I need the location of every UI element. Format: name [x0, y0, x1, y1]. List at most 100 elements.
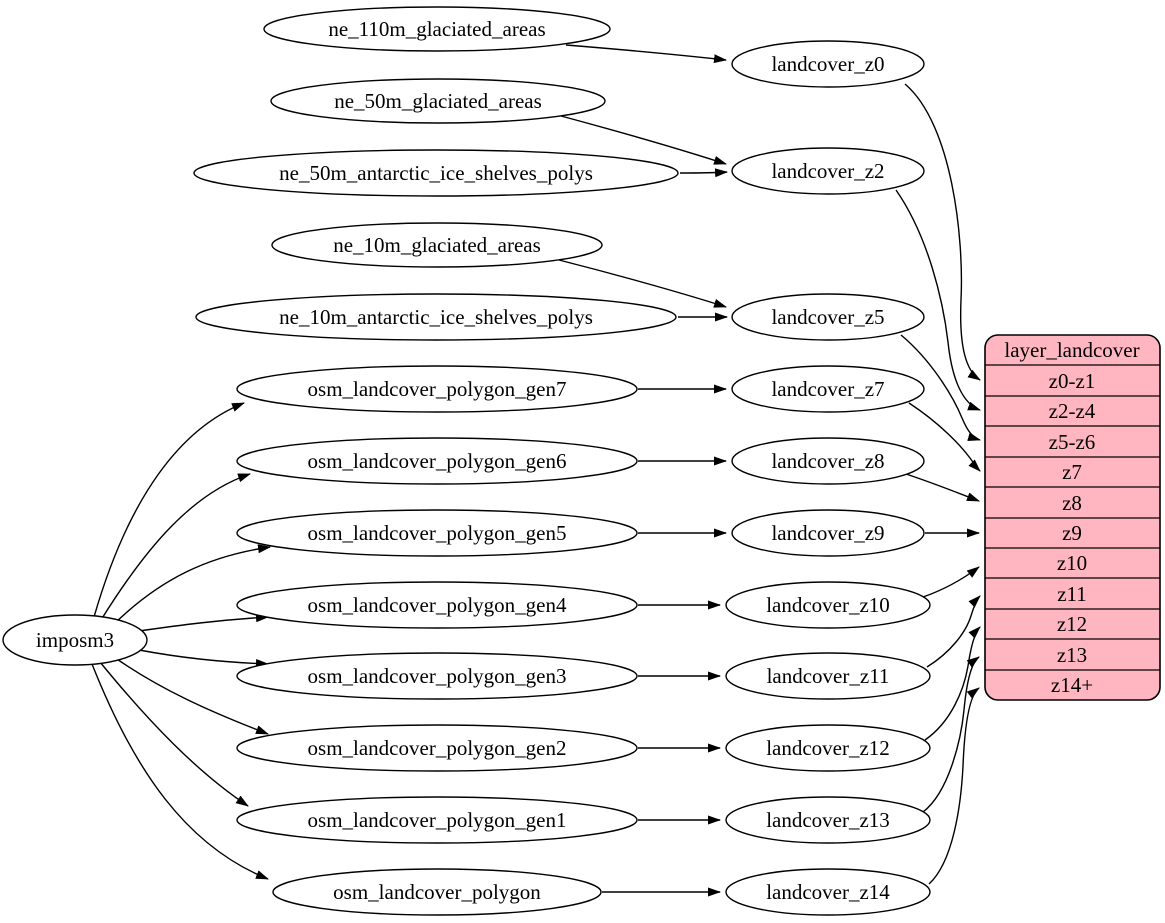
node-label: landcover_z2: [771, 159, 884, 183]
node-ellipse: [731, 437, 925, 485]
table-row-z13: z13: [1057, 643, 1087, 667]
node-label: osm_landcover_polygon_gen7: [308, 377, 567, 401]
node-landcover_z0: landcover_z0: [731, 40, 925, 88]
table-row-z11: z11: [1057, 582, 1087, 606]
node-osm_landcover_polygon_gen5: osm_landcover_polygon_gen5: [236, 509, 638, 557]
node-label: landcover_z11: [767, 664, 890, 688]
edge-landcover_z13-row-z13: [922, 656, 980, 813]
node-label: landcover_z10: [766, 593, 890, 617]
node-ellipse: [2, 614, 148, 666]
node-ellipse: [725, 868, 931, 916]
node-ellipse: [236, 724, 638, 772]
edge-landcover_z14-row-z14plus: [928, 687, 980, 885]
node-osm_landcover_polygon_gen3: osm_landcover_polygon_gen3: [236, 652, 638, 700]
node-label: landcover_z8: [771, 449, 884, 473]
node-landcover_z11: landcover_z11: [725, 652, 931, 700]
table-row-z14plus: z14+: [1051, 673, 1093, 697]
node-label: ne_10m_glaciated_areas: [333, 233, 541, 257]
edge-landcover_z0-row-z0-z1: [904, 83, 981, 381]
table-title: layer_landcover: [1004, 338, 1139, 362]
node-ellipse: [236, 437, 638, 485]
node-label: landcover_z13: [766, 808, 890, 832]
table-row-z9: z9: [1062, 521, 1082, 545]
node-ellipse: [725, 724, 931, 772]
edge-imposm3-osm_landcover_polygon_gen3: [138, 649, 269, 668]
edge-imposm3-osm_landcover_polygon_gen2: [113, 656, 269, 735]
node-ellipse: [731, 40, 925, 88]
node-label: landcover_z7: [771, 377, 884, 401]
node-landcover_z9: landcover_z9: [731, 509, 925, 557]
node-label: osm_landcover_polygon_gen2: [308, 736, 567, 760]
edge-ne_50m_antarctic_ice_shelves_polys-landcover_z2: [679, 168, 728, 178]
table-layer_landcover: layer_landcover z0-z1 z2-z4 z5-z6 z7 z8 …: [984, 334, 1161, 701]
node-ne_110m_glaciated_areas: ne_110m_glaciated_areas: [263, 6, 611, 52]
node-landcover_z5: landcover_z5: [731, 293, 925, 341]
node-ellipse: [731, 147, 925, 195]
table-row-z7: z7: [1062, 460, 1082, 484]
node-landcover_z12: landcover_z12: [725, 724, 931, 772]
node-ellipse: [731, 365, 925, 413]
node-label: ne_110m_glaciated_areas: [328, 17, 545, 41]
edge-landcover_z7-row-z7: [908, 402, 981, 472]
table-row-z10: z10: [1057, 551, 1087, 575]
node-osm_landcover_polygon_gen2: osm_landcover_polygon_gen2: [236, 724, 638, 772]
node-osm_landcover_polygon_gen1: osm_landcover_polygon_gen1: [236, 796, 638, 844]
table-row-z8: z8: [1062, 491, 1082, 515]
table-row-z0-z1: z0-z1: [1049, 369, 1096, 393]
edge-imposm3-osm_landcover_polygon: [91, 663, 269, 880]
node-landcover_z8: landcover_z8: [731, 437, 925, 485]
node-landcover_z14: landcover_z14: [725, 868, 931, 916]
node-label: landcover_z0: [771, 52, 884, 76]
node-ellipse: [272, 868, 602, 916]
node-osm_landcover_polygon: osm_landcover_polygon: [272, 868, 602, 916]
node-label: landcover_z12: [766, 736, 890, 760]
edge-landcover_z5-row-z5-z6: [900, 334, 981, 442]
table-row-z12: z12: [1057, 612, 1087, 636]
node-imposm3: imposm3: [2, 614, 148, 666]
node-label: ne_10m_antarctic_ice_shelves_polys: [279, 305, 593, 329]
table-row-z5-z6: z5-z6: [1049, 430, 1096, 454]
node-label: landcover_z9: [771, 521, 884, 545]
node-landcover_z13: landcover_z13: [725, 796, 931, 844]
node-osm_landcover_polygon_gen4: osm_landcover_polygon_gen4: [236, 581, 638, 629]
node-label: imposm3: [36, 628, 114, 652]
edge-imposm3-osm_landcover_polygon_gen7: [93, 402, 245, 618]
edges: [91, 44, 981, 897]
node-ellipse: [195, 293, 677, 341]
node-ne_10m_antarctic_ice_shelves_polys: ne_10m_antarctic_ice_shelves_polys: [195, 293, 677, 341]
edge-ne_50m_glaciated_areas-landcover_z2: [560, 115, 727, 165]
edge-ne_10m_glaciated_areas-landcover_z5: [558, 259, 727, 308]
node-ellipse: [271, 222, 603, 268]
node-ne_10m_glaciated_areas: ne_10m_glaciated_areas: [271, 222, 603, 268]
node-label: osm_landcover_polygon_gen1: [308, 808, 567, 832]
node-label: osm_landcover_polygon_gen6: [308, 449, 567, 473]
edge-landcover_z8-row-z8: [905, 473, 980, 502]
edge-imposm3-osm_landcover_polygon_gen1: [99, 661, 249, 807]
node-ellipse: [236, 365, 638, 413]
node-ellipse: [236, 581, 638, 629]
edge-landcover_z2-row-z2-z4: [895, 189, 981, 411]
node-label: landcover_z14: [766, 880, 890, 904]
node-landcover_z7: landcover_z7: [731, 365, 925, 413]
table-row-z2-z4: z2-z4: [1049, 399, 1096, 423]
edge-imposm3-osm_landcover_polygon_gen4: [138, 613, 269, 632]
edge-imposm3-osm_landcover_polygon_gen5: [112, 544, 271, 626]
node-ellipse: [725, 652, 931, 700]
node-label: landcover_z5: [771, 305, 884, 329]
node-label: osm_landcover_polygon_gen4: [308, 593, 567, 617]
node-label: osm_landcover_polygon: [333, 880, 541, 904]
node-osm_landcover_polygon_gen6: osm_landcover_polygon_gen6: [236, 437, 638, 485]
edge-ne_110m_glaciated_areas-landcover_z0: [565, 44, 727, 64]
edge-landcover_z11-row-z11: [926, 595, 981, 668]
node-landcover_z2: landcover_z2: [731, 147, 925, 195]
edge-imposm3-osm_landcover_polygon_gen6: [100, 473, 251, 621]
nodes: imposm3 ne_110m_glaciated_areas ne_50m_g…: [2, 6, 931, 916]
node-ellipse: [270, 78, 606, 124]
node-label: ne_50m_antarctic_ice_shelves_polys: [279, 161, 593, 185]
edge-landcover_z12-row-z12: [924, 626, 981, 741]
node-ellipse: [731, 293, 925, 341]
node-ellipse: [263, 6, 611, 52]
node-ellipse: [236, 796, 638, 844]
node-ellipse: [725, 796, 931, 844]
